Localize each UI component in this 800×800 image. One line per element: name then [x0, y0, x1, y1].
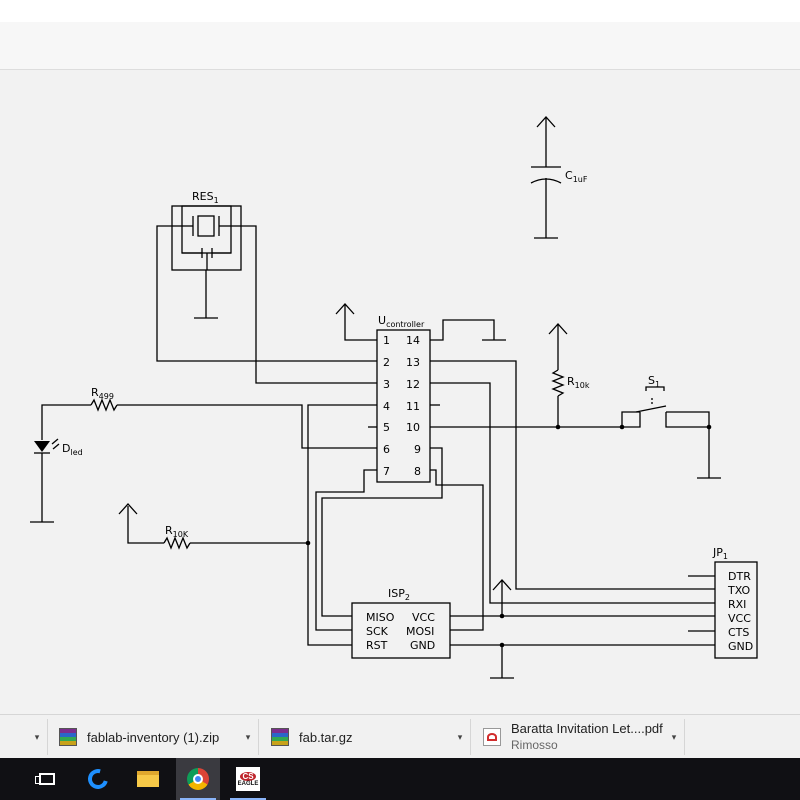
- edge-browser-icon: [84, 765, 112, 793]
- eagle-cad-icon: CS EAGLE: [236, 767, 260, 791]
- u-pin-2: 2: [383, 356, 390, 369]
- download-filename: fab.tar.gz: [299, 729, 353, 745]
- u-pin-14: 14: [406, 334, 420, 347]
- u-pin-9: 9: [414, 443, 421, 456]
- r499-label: R499: [91, 386, 114, 401]
- chevron-down-icon[interactable]: ▾: [34, 731, 40, 742]
- jp-pin-txo: TXO: [727, 584, 751, 597]
- folder-icon: [137, 771, 159, 787]
- zip-archive-icon: [59, 728, 77, 746]
- u-pin-7: 7: [383, 465, 390, 478]
- u-pin-5: 5: [383, 421, 390, 434]
- u-pin-8: 8: [414, 465, 421, 478]
- isp-pin-vcc: VCC: [412, 611, 435, 624]
- switch-s1[interactable]: S1: [622, 374, 709, 428]
- jp-label: JP1: [712, 546, 728, 561]
- download-item-fablab-inventory[interactable]: fablab-inventory (1).zip ▾: [49, 719, 259, 755]
- schematic-canvas: RES1 C1uF Ucontroller 1 2 3 4 5 6 7 14 1…: [0, 70, 800, 714]
- download-filename: Baratta Invitation Let....pdf: [511, 721, 663, 736]
- chrome-button[interactable]: [176, 758, 220, 800]
- isp-pin-rst: RST: [366, 639, 388, 652]
- jp-pin-rxi: RXI: [728, 598, 746, 611]
- isp-pin-gnd: GND: [410, 639, 435, 652]
- windows-taskbar: CS EAGLE: [0, 758, 800, 800]
- pdf-file-icon: [483, 728, 501, 746]
- u-pin-11: 11: [406, 400, 420, 413]
- led-label: Dled: [62, 442, 83, 457]
- u-pin-1: 1: [383, 334, 390, 347]
- download-item-baratta-pdf[interactable]: Baratta Invitation Let....pdf Rimosso ▾: [473, 719, 685, 755]
- connector-jp1[interactable]: JP1 DTR TXO RXI VCC CTS GND: [712, 546, 758, 659]
- page-toolbar-area: [0, 22, 800, 70]
- capacitor-c1[interactable]: C1uF: [530, 116, 588, 239]
- led-dled[interactable]: Dled: [34, 438, 83, 457]
- task-view-icon: [35, 773, 55, 785]
- download-status: Rimosso: [511, 738, 558, 752]
- u-pin-10: 10: [406, 421, 420, 434]
- u-pin-12: 12: [406, 378, 420, 391]
- capacitor-label: C1uF: [565, 169, 588, 184]
- download-filename: fablab-inventory (1).zip: [87, 729, 220, 745]
- resistor-r10k-left[interactable]: R10K: [163, 524, 191, 550]
- jp-pin-vcc: VCC: [728, 612, 751, 625]
- u-pin-6: 6: [383, 443, 390, 456]
- task-view-button[interactable]: [25, 758, 69, 800]
- microcontroller-label: Ucontroller: [378, 314, 425, 329]
- chevron-down-icon[interactable]: ▾: [671, 731, 677, 742]
- download-item-partial[interactable]: ▾: [0, 719, 48, 755]
- eagle-button[interactable]: CS EAGLE: [226, 758, 270, 800]
- chrome-icon: [187, 768, 209, 790]
- browser-top-bar: [0, 0, 800, 23]
- r10k-left-label: R10K: [165, 524, 189, 539]
- chevron-down-icon[interactable]: ▾: [245, 731, 251, 742]
- isp-pin-mosi: MOSI: [406, 625, 434, 638]
- jp-pin-cts: CTS: [728, 626, 749, 639]
- u-pin-3: 3: [383, 378, 390, 391]
- resistor-r499[interactable]: R499: [90, 386, 118, 412]
- u-pin-13: 13: [406, 356, 420, 369]
- file-explorer-button[interactable]: [126, 758, 170, 800]
- jp-pin-gnd: GND: [728, 640, 753, 653]
- download-item-fab-tar[interactable]: fab.tar.gz ▾: [261, 719, 471, 755]
- isp-label: ISP2: [388, 587, 410, 602]
- resonator-res1[interactable]: RES1: [171, 190, 242, 319]
- switch-label: S1: [648, 374, 660, 389]
- jp-pin-dtr: DTR: [728, 570, 751, 583]
- res-label: RES1: [192, 190, 219, 205]
- resistor-r10k-right[interactable]: R10k: [551, 369, 590, 397]
- isp-pin-sck: SCK: [366, 625, 389, 638]
- chevron-down-icon[interactable]: ▾: [457, 731, 463, 742]
- isp-header[interactable]: ISP2 MISO SCK RST VCC MOSI GND: [351, 587, 451, 659]
- r10k-right-label: R10k: [567, 375, 590, 390]
- downloads-bar: ▾ fablab-inventory (1).zip ▾ fab.tar.gz …: [0, 714, 800, 759]
- microcontroller-u[interactable]: Ucontroller 1 2 3 4 5 6 7 14 13 12 11 10…: [376, 314, 431, 483]
- zip-archive-icon: [271, 728, 289, 746]
- isp-pin-miso: MISO: [366, 611, 395, 624]
- edge-button[interactable]: [76, 758, 120, 800]
- u-pin-4: 4: [383, 400, 390, 413]
